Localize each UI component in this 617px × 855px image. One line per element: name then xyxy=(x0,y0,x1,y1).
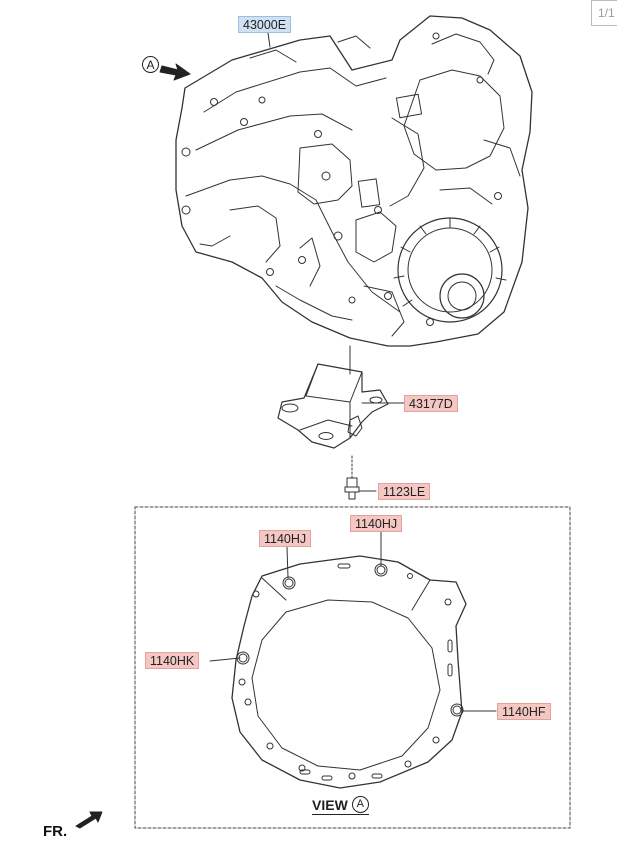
callout-1140HF[interactable]: 1140HF xyxy=(497,703,551,720)
callout-1140HJ-left[interactable]: 1140HJ xyxy=(259,530,312,547)
case-details xyxy=(185,33,521,337)
callout-43177D[interactable]: 43177D xyxy=(404,395,458,412)
callout-1140HK[interactable]: 1140HK xyxy=(145,652,200,669)
view-letter: A xyxy=(351,796,369,813)
bellhousing-circle xyxy=(397,217,503,323)
gasket-bolt-holes xyxy=(236,563,464,780)
callout-43000E[interactable]: 43000E xyxy=(238,16,292,33)
bellhousing-hub xyxy=(439,273,485,319)
case-bolts xyxy=(181,32,502,326)
gasket-outer xyxy=(231,555,467,789)
view-word: VIEW xyxy=(312,796,348,813)
callout-leaders xyxy=(209,32,497,712)
mounting-bracket[interactable] xyxy=(277,363,389,449)
bolt-part[interactable] xyxy=(344,455,360,500)
transaxle-assembly[interactable] xyxy=(175,15,533,347)
view-a-label: VIEW A xyxy=(312,796,369,815)
view-frame xyxy=(134,506,571,829)
gasket-inner-opening xyxy=(251,599,441,771)
front-label: FR. xyxy=(43,823,68,840)
bracket-outline xyxy=(277,363,389,449)
gasket-plate[interactable] xyxy=(231,555,467,789)
gasket-slots xyxy=(299,563,453,781)
front-arrow xyxy=(75,811,103,829)
callout-1123LE[interactable]: 1123LE xyxy=(378,483,431,500)
bracket-stud xyxy=(347,415,363,437)
callout-1140HJ-right[interactable]: 1140HJ xyxy=(350,515,403,532)
page-indicator: 1/1 xyxy=(591,0,617,26)
bellhousing-ribs xyxy=(393,217,507,307)
view-direction-label: A xyxy=(142,56,159,73)
view-direction-arrow xyxy=(159,63,191,81)
transaxle-outline xyxy=(175,15,533,347)
